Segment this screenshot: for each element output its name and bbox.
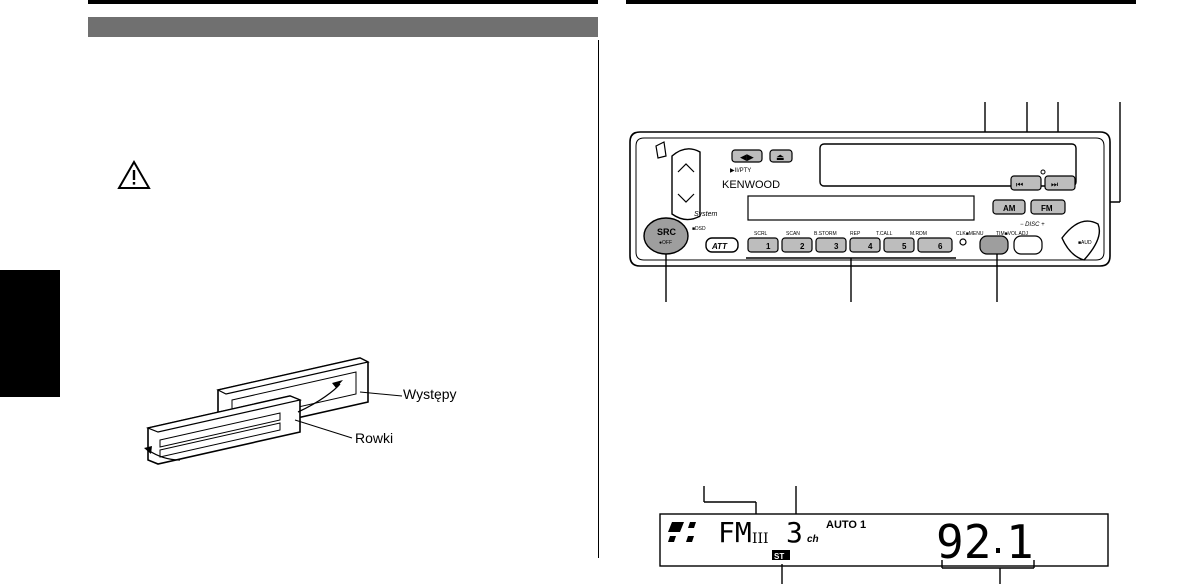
svg-text:4: 4 xyxy=(868,242,873,251)
right-top-rule xyxy=(626,0,1136,4)
svg-text:●OFF: ●OFF xyxy=(659,240,672,246)
svg-text:SCRL: SCRL xyxy=(754,231,768,237)
svg-text:■DSD: ■DSD xyxy=(692,226,706,232)
up-down-rocker xyxy=(671,148,701,221)
display-window xyxy=(747,195,975,221)
insert-arrow xyxy=(297,383,341,413)
svg-text:⏏: ⏏ xyxy=(776,152,785,162)
svg-text:TIM■VOL ADJ: TIM■VOL ADJ xyxy=(996,231,1029,237)
svg-text:ATT: ATT xyxy=(711,242,728,251)
next-track-button xyxy=(1044,175,1076,191)
band-readout: FM xyxy=(718,516,752,549)
svg-text:− DISC +: − DISC + xyxy=(1020,222,1045,228)
svg-text:SCAN: SCAN xyxy=(786,231,800,237)
svg-text:REP: REP xyxy=(850,231,861,237)
preset-unit: ch xyxy=(807,534,819,545)
svg-text:CLK■MENU: CLK■MENU xyxy=(956,231,984,237)
eject-button xyxy=(769,149,793,163)
label-protrusions: Występy xyxy=(403,386,457,402)
svg-text:System: System xyxy=(694,211,718,218)
svg-text:B.STORM: B.STORM xyxy=(814,231,837,237)
svg-text:KENWOOD: KENWOOD xyxy=(722,179,780,191)
frequency-decimal: 1 xyxy=(1006,515,1034,569)
svg-text:1: 1 xyxy=(766,242,771,251)
section-header-bar xyxy=(88,17,598,37)
preset-readout: 3 xyxy=(786,516,803,549)
svg-text:⏭: ⏭ xyxy=(1051,180,1058,189)
cassette-slot xyxy=(819,143,1077,187)
faceplate-attach-illustration xyxy=(144,357,403,465)
svg-text:6: 6 xyxy=(938,242,943,251)
svg-text:2: 2 xyxy=(800,242,805,251)
svg-text:SRC: SRC xyxy=(657,227,677,237)
svg-text:AM: AM xyxy=(1003,204,1016,213)
car-stereo-faceplate: ◀▶ ⏏ ▶II/PTY KENWOOD ⏮ ⏭ System AM FM − … xyxy=(629,102,1121,302)
column-divider xyxy=(598,40,599,558)
svg-text:3: 3 xyxy=(834,242,839,251)
svg-text:5: 5 xyxy=(902,242,907,251)
left-top-rule xyxy=(88,0,598,4)
prev-track-button xyxy=(1010,175,1042,191)
auto-mode: AUTO 1 xyxy=(826,519,866,531)
volume-knob xyxy=(1061,220,1101,261)
label-grooves: Rowki xyxy=(355,430,394,446)
stereo-indicator: ST xyxy=(774,552,784,561)
menu-button xyxy=(979,235,1009,255)
fm-button xyxy=(1030,199,1066,215)
svg-text:⏮: ⏮ xyxy=(1016,180,1023,189)
language-side-tab xyxy=(0,270,60,397)
svg-text:■AUD: ■AUD xyxy=(1078,240,1092,246)
svg-text:▶II/PTY: ▶II/PTY xyxy=(730,168,751,174)
frequency-whole: 92 xyxy=(936,515,991,569)
play-button xyxy=(731,149,763,163)
svg-text:FM: FM xyxy=(1041,204,1053,213)
band-sub-readout: III xyxy=(752,531,769,547)
am-button xyxy=(992,199,1026,215)
svg-text:M.RDM: M.RDM xyxy=(910,231,927,237)
warning-icon xyxy=(117,160,151,189)
att-button xyxy=(705,237,739,253)
radio-display-panel: FM III 3 ch AUTO 1 ST 92 1 xyxy=(659,486,1109,584)
vol-button xyxy=(1013,235,1043,255)
svg-text:T.CALL: T.CALL xyxy=(876,231,893,237)
svg-text:◀▶: ◀▶ xyxy=(740,152,754,162)
